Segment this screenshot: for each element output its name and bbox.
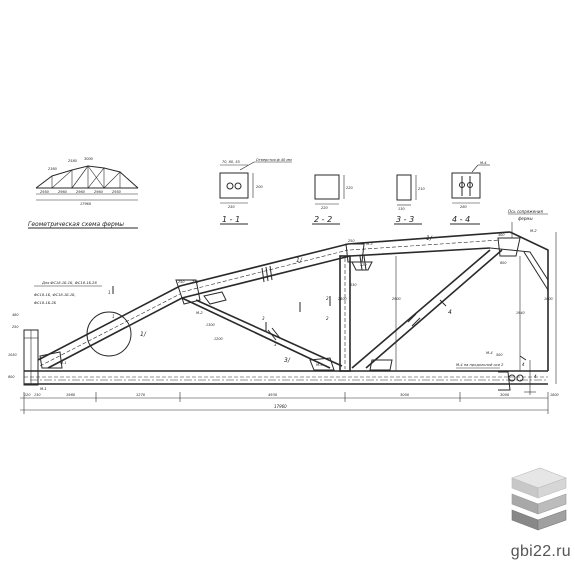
mark-3b: 3 — [274, 342, 277, 347]
section-2-width: 220 — [321, 206, 328, 210]
section-4-label: 4 - 4 — [452, 215, 470, 224]
tag-m4: М-4 — [486, 351, 493, 355]
node-dim-7: 400 — [498, 233, 504, 237]
scheme-height-1: 2360 — [48, 167, 58, 171]
scheme-dim-3: 2960 — [76, 190, 86, 194]
vert-dim-2: 2600 — [338, 297, 347, 301]
diagonal-2-lower — [365, 249, 503, 369]
scheme-dim-4: 2960 — [94, 190, 104, 194]
span-total: 17960 — [274, 404, 287, 409]
scheme-height-2: 2580 — [68, 159, 78, 163]
diagonal-1-lower — [195, 299, 343, 367]
vertical-post — [339, 255, 351, 372]
mark-1a: 1 — [108, 290, 111, 295]
vert-dim-3: 1300 — [206, 323, 215, 327]
right-note-2: фермы — [518, 216, 533, 221]
small-dim-2: 130 — [34, 393, 40, 397]
geometric-scheme: 2950 2960 2960 2960 2950 17960 2360 2580… — [28, 157, 139, 229]
node-dim-4: 1200 — [214, 337, 223, 341]
section-2-label: 2 - 2 — [314, 215, 332, 224]
right-note-1: Ось сопряжения — [508, 209, 543, 214]
left-dim-3: 1050 — [8, 353, 17, 357]
section-1-top-dims: 70, 80, 55 — [222, 160, 241, 164]
scheme-dim-5: 2950 — [112, 190, 122, 194]
node-dim-1: 250 — [178, 280, 184, 284]
tag-m1-node: М-1 — [60, 361, 67, 365]
section-1-1: 70, 80, 55 Отверстия ф 40 мм 250 200 1 -… — [219, 158, 292, 225]
node-dim-3: 250 — [348, 239, 354, 243]
mark-2a: 2 — [326, 296, 329, 301]
node-dim-6: 530 — [350, 283, 356, 287]
scheme-height-3: 3000 — [84, 157, 94, 161]
top-chord-lower — [47, 247, 491, 369]
brand-logo — [511, 467, 567, 531]
section-1-holes-note: Отверстия ф 40 мм — [256, 158, 292, 162]
section-4-4: М-4 280 4 - 4 — [450, 161, 490, 225]
section-4-tag: М-4 — [480, 161, 487, 165]
section-marks — [112, 286, 527, 361]
tag-m2-left: М-2 — [196, 311, 203, 315]
section-3-label: 3 - 3 — [396, 215, 414, 224]
chord-mark-3: 1/ — [140, 331, 147, 338]
tag-m2-right: М-2 — [530, 229, 537, 233]
mark-4a: 4 — [522, 362, 525, 367]
bottom-note: М-4 на продольной оси 2 — [456, 363, 504, 367]
mark-3a: 3 — [262, 316, 265, 321]
top-chord-upper — [37, 231, 511, 361]
tag-m3-bottom: М-3 — [316, 363, 323, 367]
bottom-dim-3: 4930 — [268, 393, 278, 397]
node-dim-2: 270 — [192, 280, 198, 284]
scheme-dim-1: 2950 — [40, 190, 50, 194]
mark-1b: 1 — [112, 314, 115, 319]
left-note-2: ФС18-1Б, ФС18-1Б.1Б, — [34, 293, 76, 297]
diagonal-1-upper — [181, 297, 331, 369]
brand-site[interactable]: gbi22.ru — [510, 543, 571, 560]
bottom-dim-4: 3000 — [400, 393, 410, 397]
small-dim-3: 500 — [496, 353, 502, 357]
detail-circle — [86, 311, 132, 357]
section-1-height: 200 — [256, 185, 263, 189]
tag-m3-top: М-3 — [366, 242, 373, 246]
bottom-dim-2: 1270 — [136, 393, 146, 397]
mark-4b: 4 — [534, 374, 537, 379]
chord-mark-1: 1/ — [296, 257, 303, 264]
truss-labels: Для ФС18-1Б.1Б, ФС18-1Б.26 ФС18-1Б, ФС18… — [8, 209, 559, 409]
tag-m1-left: М-1 — [40, 387, 47, 391]
chord-mark-5: 4 — [448, 309, 452, 316]
left-note-3: ФС18-1Б.2Б — [34, 301, 57, 305]
small-dim-1: 120 — [24, 393, 30, 397]
left-dim-4: 800 — [8, 375, 14, 379]
node-dim-8: 600 — [500, 261, 506, 265]
section-2-height: 220 — [346, 186, 353, 190]
section-4-width: 280 — [460, 205, 467, 209]
section-2-2: 220 220 2 - 2 — [312, 174, 353, 225]
left-note-1: Для ФС18-1Б.1Б, ФС18-1Б.26 — [41, 281, 97, 285]
scheme-dim-2: 2960 — [58, 190, 68, 194]
diagonal-2-upper — [351, 249, 491, 369]
section-3-width: 130 — [398, 207, 405, 211]
vert-dim-1: 2900 — [392, 297, 401, 301]
left-dim-2: 250 — [12, 325, 18, 329]
chord-mark-2: 1/ — [426, 235, 433, 242]
chord-mark-4: 3/ — [284, 357, 291, 364]
section-3-3: 130 210 3 - 3 — [394, 174, 425, 225]
node-dim-5: 120 — [360, 263, 366, 267]
mark-2b: 2 — [326, 316, 329, 321]
section-1-width: 250 — [228, 205, 235, 209]
section-3-height: 210 — [418, 187, 425, 191]
left-dim-1: 480 — [12, 313, 18, 317]
right-dim-2: 1800 — [544, 297, 553, 301]
bottom-dim-1: 1980 — [66, 393, 76, 397]
right-dim-1: 1800 — [550, 393, 559, 397]
scheme-span: 17960 — [80, 202, 92, 206]
truss-elevation — [20, 231, 557, 414]
vert-dim-4: 1940 — [516, 311, 525, 315]
section-1-label: 1 - 1 — [222, 215, 240, 224]
scheme-caption: Геометрическая схема фермы — [28, 221, 124, 228]
bottom-dim-5: 3000 — [500, 393, 510, 397]
